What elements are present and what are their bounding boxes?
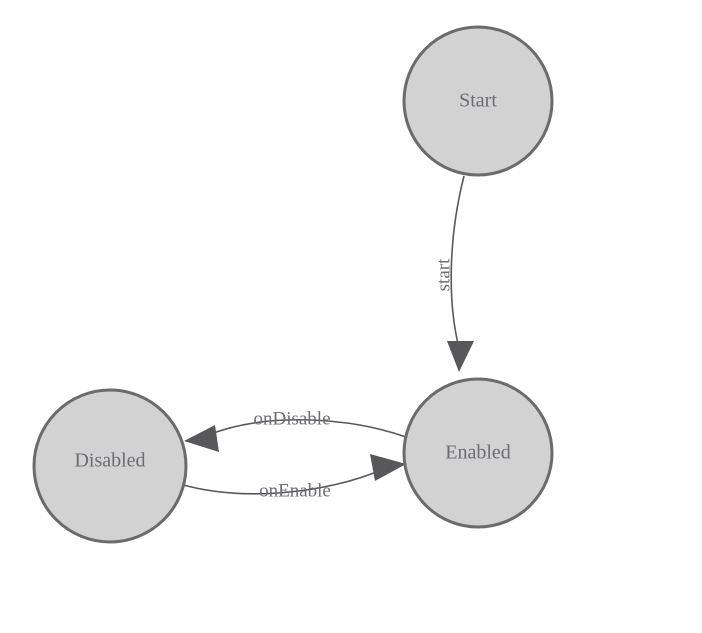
edge-disabled-to-enabled[interactable] xyxy=(179,454,406,495)
edge-label-start: start xyxy=(433,258,454,291)
edge-start-to-enabled-arrowhead xyxy=(447,341,474,372)
edge-start-to-enabled-path xyxy=(450,175,465,349)
node-disabled-circle xyxy=(32,388,188,544)
edge-start-to-enabled[interactable] xyxy=(447,175,474,372)
node-disabled[interactable]: Disabled xyxy=(32,388,188,544)
edge-enabled-to-disabled[interactable] xyxy=(184,418,407,452)
node-start[interactable]: Start xyxy=(402,25,554,177)
node-start-circle xyxy=(402,25,554,177)
node-enabled-label: Enabled xyxy=(445,442,511,464)
edge-label-on-enable: onEnable xyxy=(259,480,331,501)
edge-disabled-to-enabled-arrowhead xyxy=(370,454,406,481)
edge-label-on-disable: onDisable xyxy=(253,408,330,429)
edge-enabled-to-disabled-arrowhead xyxy=(184,425,219,452)
node-enabled-circle xyxy=(402,377,554,529)
edge-enabled-to-disabled-path xyxy=(207,418,407,438)
node-start-label: Start xyxy=(459,90,497,112)
edge-disabled-to-enabled-path xyxy=(179,469,382,495)
node-disabled-label: Disabled xyxy=(74,450,145,472)
node-enabled[interactable]: Enabled xyxy=(402,377,554,529)
